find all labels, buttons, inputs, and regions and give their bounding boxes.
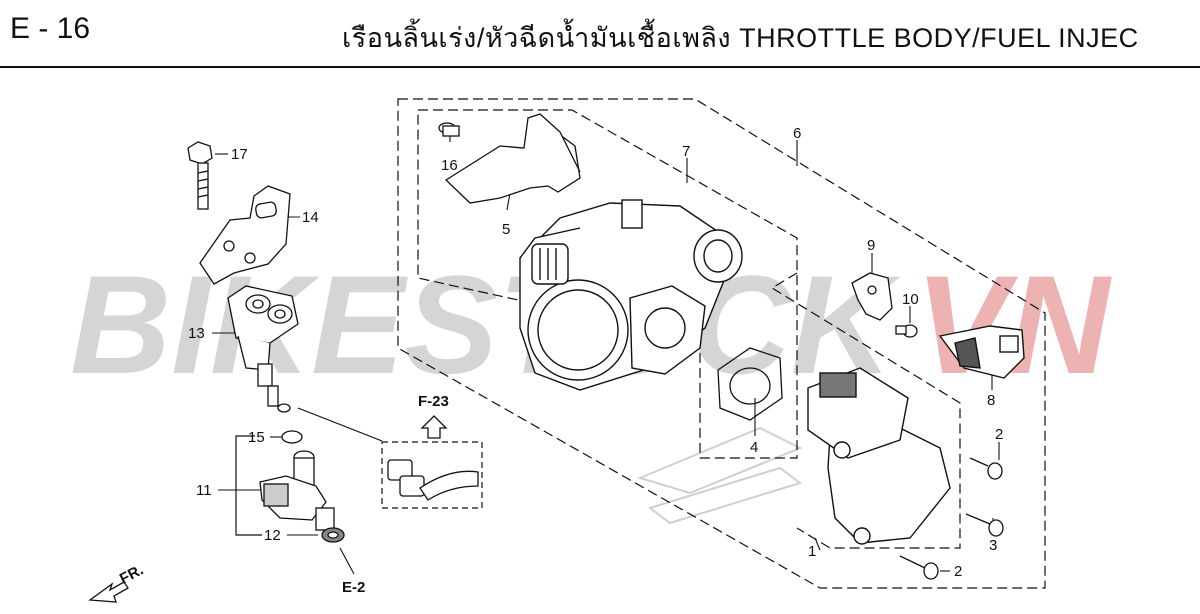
injector-part-11 [259, 450, 335, 531]
screw-part-2-top [969, 457, 1003, 480]
screw-part-10 [895, 324, 918, 338]
page-title: เรือนลิ้นเร่ง/หัวฉีดน้ำมันเชื้อเพลิง THR… [342, 23, 1139, 53]
page-code: E - 16 [10, 12, 91, 45]
callout-16: 16 [441, 157, 458, 174]
screw-part-2-bottom [899, 555, 939, 580]
assembly-box-6 [397, 98, 1046, 589]
callout-labels: 17 14 13 15 11 12 16 5 7 6 9 10 8 4 2 3 … [188, 125, 1003, 580]
sensor-part-1 [807, 367, 951, 545]
callout-2-top: 2 [995, 426, 1003, 443]
assembly-box-11 [235, 435, 262, 536]
callout-10: 10 [902, 291, 919, 308]
callout-4: 4 [750, 439, 758, 456]
front-arrow-icon [88, 581, 129, 603]
callout-8: 8 [987, 392, 995, 409]
reference-f23: F-23 [418, 393, 449, 410]
throttle-body [519, 199, 743, 391]
callout-5: 5 [502, 221, 510, 238]
joint-part-13 [227, 285, 299, 413]
assembly-box-f23 [381, 441, 483, 509]
callout-13: 13 [188, 325, 205, 342]
fuel-hose [387, 459, 479, 501]
header-divider [0, 66, 1200, 68]
screw-part-16 [438, 122, 460, 137]
bolt-part-17 [187, 141, 213, 210]
screw-part-3 [965, 513, 1004, 537]
watermark-text-red: VN [915, 246, 1112, 403]
o-ring-part-15 [281, 430, 303, 444]
arrow-up-icon [420, 415, 448, 439]
parts-diagram: BIKESTOCK VN [70, 98, 1112, 603]
sensor-part-8 [938, 325, 1025, 379]
callout-15: 15 [248, 429, 265, 446]
callout-6: 6 [793, 125, 801, 142]
callout-14: 14 [302, 209, 319, 226]
seal-part-12 [321, 527, 345, 543]
page-header: E - 16 เรือนลิ้นเร่ง/หัวฉีดน้ำมันเชื้อเพ… [0, 0, 1200, 66]
callout-2-bottom: 2 [954, 563, 962, 580]
reference-e2: E-2 [342, 579, 365, 596]
watermark: BIKESTOCK VN [70, 246, 1112, 403]
callout-11: 11 [196, 482, 212, 499]
callout-12: 12 [264, 527, 281, 544]
callout-9: 9 [867, 237, 875, 254]
assembly-box-7 [417, 109, 961, 549]
callout-7: 7 [682, 143, 690, 160]
callout-1: 1 [808, 543, 816, 560]
callout-17: 17 [231, 146, 248, 163]
gasket-part-4 [717, 347, 783, 421]
honda-logo [637, 426, 803, 525]
bracket-part-14 [199, 185, 291, 285]
bracket-part-5 [444, 113, 581, 204]
callout-3: 3 [989, 537, 997, 554]
plate-part-9 [851, 272, 893, 321]
